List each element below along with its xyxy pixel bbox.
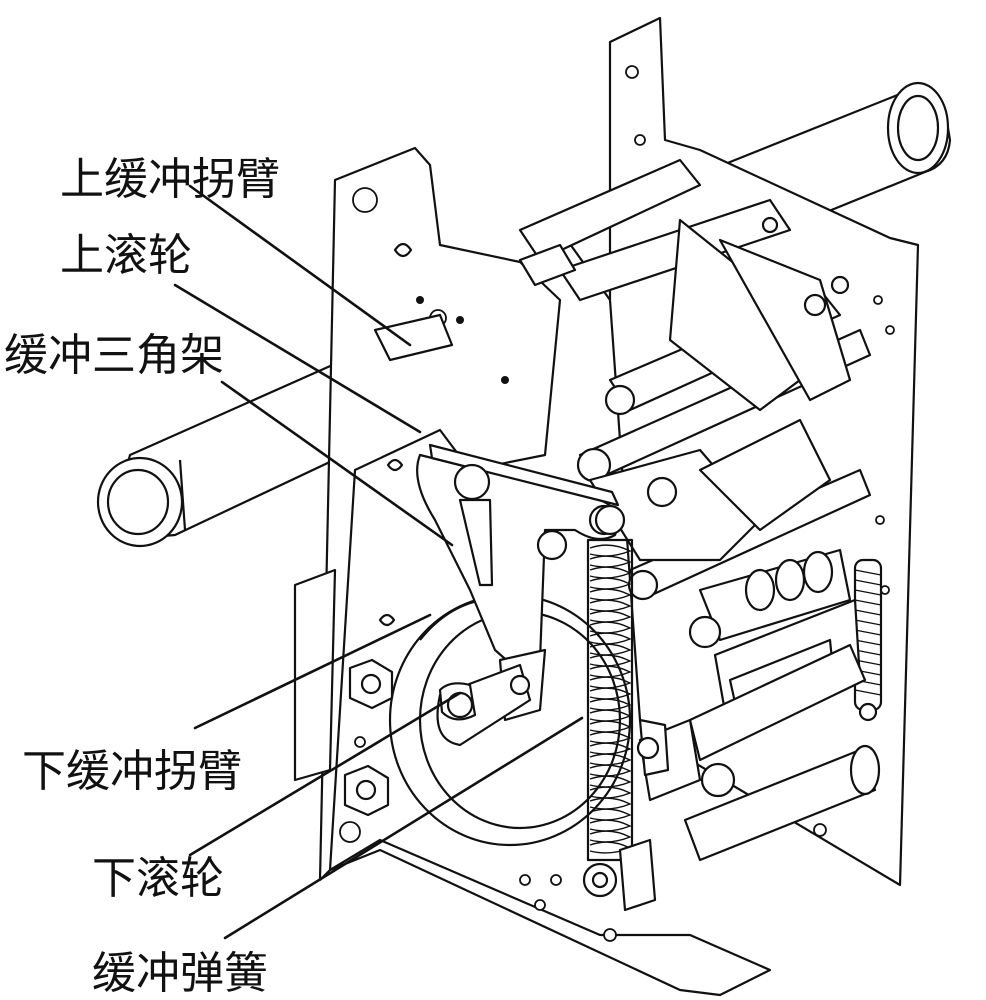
bottom-plate: [328, 838, 772, 997]
label-lower-buffer-crank-arm: 下缓冲拐臂: [22, 746, 242, 797]
leader-lower-roller: [188, 691, 462, 857]
label-lower-roller: 下滚轮: [92, 853, 224, 904]
middle-lever: [588, 418, 832, 562]
left-housing: [293, 568, 337, 782]
right-spring: [853, 558, 883, 722]
leader-buffer-tripod: [220, 380, 454, 547]
hex-nuts: [343, 658, 394, 817]
label-buffer-tripod: 缓冲三角架: [4, 330, 224, 381]
mechanism-drawing: [96, 16, 952, 997]
leader-buffer-spring: [223, 716, 584, 940]
buffer-spring: [582, 504, 670, 912]
callout-labels: 上缓冲拐臂 上滚轮 缓冲三角架 下缓冲拐臂 下滚轮 缓冲弹簧: [4, 154, 280, 999]
label-upper-roller: 上滚轮: [60, 230, 192, 281]
leader-lower-crank-arm: [193, 613, 432, 730]
label-upper-buffer-crank-arm: 上缓冲拐臂: [60, 154, 280, 205]
upper-linkage: [518, 158, 872, 601]
leader-lines: [173, 184, 584, 940]
leader-upper-crank-arm: [188, 184, 412, 347]
label-buffer-spring: 缓冲弹簧: [92, 948, 268, 999]
upper-crank-pads: [373, 243, 577, 384]
leader-upper-roller: [173, 283, 422, 434]
